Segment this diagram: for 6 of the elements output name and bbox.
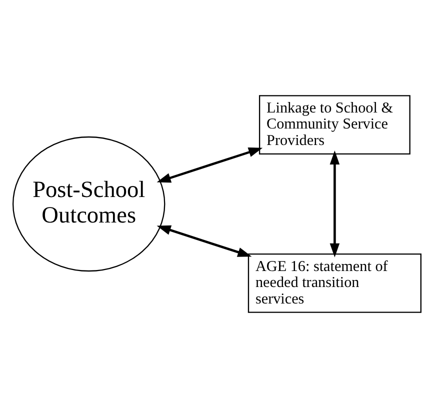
node-ellipse: Post-School Outcomes: [12, 136, 166, 272]
arrow: [156, 224, 252, 256]
arrow: [156, 147, 263, 182]
node-box: Linkage to School & Community Service Providers: [258, 94, 410, 154]
node-box: AGE 16: statement of needed transition services: [248, 253, 422, 312]
arrow: [330, 150, 340, 257]
